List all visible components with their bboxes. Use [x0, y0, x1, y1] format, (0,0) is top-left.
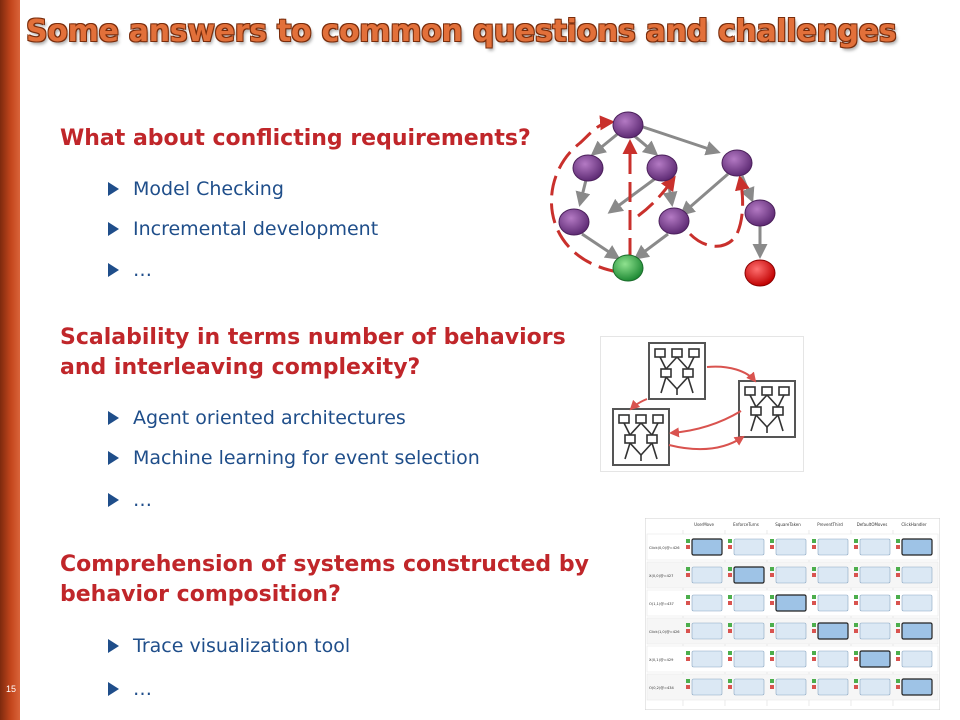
trace-cell: [775, 594, 807, 612]
bullet-text: Machine learning for event selection: [133, 447, 480, 469]
slide-title: Some answers to common questions and cha…: [26, 14, 897, 49]
bullet-text: Agent oriented architectures: [133, 407, 406, 429]
trace-cell: [733, 594, 765, 612]
trace-cell: [859, 594, 891, 612]
trace-column-header: DefaultOMoves: [857, 522, 888, 527]
trace-cell: [733, 678, 765, 696]
trace-cell: [775, 650, 807, 668]
arrowhead-bullet-icon: [108, 263, 119, 277]
trace-cell: [859, 566, 891, 584]
trace-cell: [691, 650, 723, 668]
trace-cell: [817, 538, 849, 556]
slide-number: 15: [6, 684, 17, 694]
bullet-item: Agent oriented architectures: [108, 406, 406, 430]
arrowhead-bullet-icon: [108, 411, 119, 425]
trace-cell: [691, 622, 723, 640]
trace-row-label: Click(1,0)@=426: [649, 630, 680, 634]
trace-cell: [733, 622, 765, 640]
slide-sidebar: [0, 0, 20, 720]
trace-cell: [775, 678, 807, 696]
trace-visualization-screenshot: UserMove EnforceTurns SquareTaken PreventTh…: [645, 518, 940, 710]
trace-cell: [775, 622, 807, 640]
heading-line: behavior composition?: [60, 582, 341, 607]
trace-cell: [901, 650, 933, 668]
trace-cell: [691, 538, 723, 556]
arrowhead-bullet-icon: [108, 682, 119, 696]
trace-cell: [859, 678, 891, 696]
trace-row-label: Click(0,0)@=426: [649, 546, 680, 550]
bullet-item: Trace visualization tool: [108, 634, 350, 658]
trace-cell: [775, 566, 807, 584]
question-comprehension: Comprehension of systems constructed by …: [60, 550, 589, 610]
trace-cell: [691, 678, 723, 696]
arrowhead-bullet-icon: [108, 222, 119, 236]
trace-cell: [817, 678, 849, 696]
trace-column-header: UserMove: [694, 522, 714, 527]
bullet-text: Incremental development: [133, 218, 379, 240]
arrowhead-bullet-icon: [108, 451, 119, 465]
trace-row-label: X(0,0)@=427: [649, 574, 673, 578]
trace-cell: [859, 622, 891, 640]
trace-column-header: SquareTaken: [775, 522, 801, 527]
trace-cell: [901, 594, 933, 612]
trace-cell: [817, 594, 849, 612]
trace-cell: [901, 566, 933, 584]
question-scalability: Scalability in terms number of behaviors…: [60, 323, 566, 383]
trace-column-header: EnforceTurns: [733, 522, 759, 527]
bullet-text: …: [133, 678, 152, 700]
trace-row-label: O(0,2)@=434: [649, 686, 675, 690]
trace-column-header: PreventThird: [817, 522, 843, 527]
bullet-item: Incremental development: [108, 217, 378, 241]
bullet-text: Model Checking: [133, 178, 284, 200]
trace-cell: [859, 538, 891, 556]
bullet-text: …: [133, 259, 152, 281]
heading-line: Scalability in terms number of behaviors: [60, 325, 566, 350]
trace-cell: [859, 650, 891, 668]
agent-architecture-diagram: [600, 336, 804, 472]
bullet-item: …: [108, 258, 152, 282]
heading-line: and interleaving complexity?: [60, 355, 421, 380]
arrowhead-bullet-icon: [108, 639, 119, 653]
trace-cell: [775, 538, 807, 556]
bullet-item: …: [108, 488, 152, 512]
trace-cell: [817, 566, 849, 584]
state-graph-diagram: [549, 111, 776, 287]
trace-row-label: O(1,1)@=437: [649, 602, 674, 606]
bullet-item: Model Checking: [108, 177, 284, 201]
trace-row-label: X(0,1)@=429: [649, 658, 674, 662]
arrowhead-bullet-icon: [108, 493, 119, 507]
trace-cell: [691, 566, 723, 584]
trace-cell: [691, 594, 723, 612]
arrowhead-bullet-icon: [108, 182, 119, 196]
question-conflicting-requirements: What about conflicting requirements?: [60, 126, 531, 151]
bullet-text: …: [133, 489, 152, 511]
trace-cell: [817, 622, 849, 640]
trace-column-header: ClickHandler: [901, 522, 927, 527]
trace-cell: [733, 566, 765, 584]
heading-line: Comprehension of systems constructed by: [60, 552, 589, 577]
bullet-item: …: [108, 677, 152, 701]
trace-cell: [901, 538, 933, 556]
trace-cell: [817, 650, 849, 668]
trace-cell: [901, 622, 933, 640]
trace-cell: [733, 538, 765, 556]
bullet-item: Machine learning for event selection: [108, 446, 480, 470]
bullet-text: Trace visualization tool: [133, 635, 351, 657]
trace-cell: [733, 650, 765, 668]
trace-cell: [901, 678, 933, 696]
